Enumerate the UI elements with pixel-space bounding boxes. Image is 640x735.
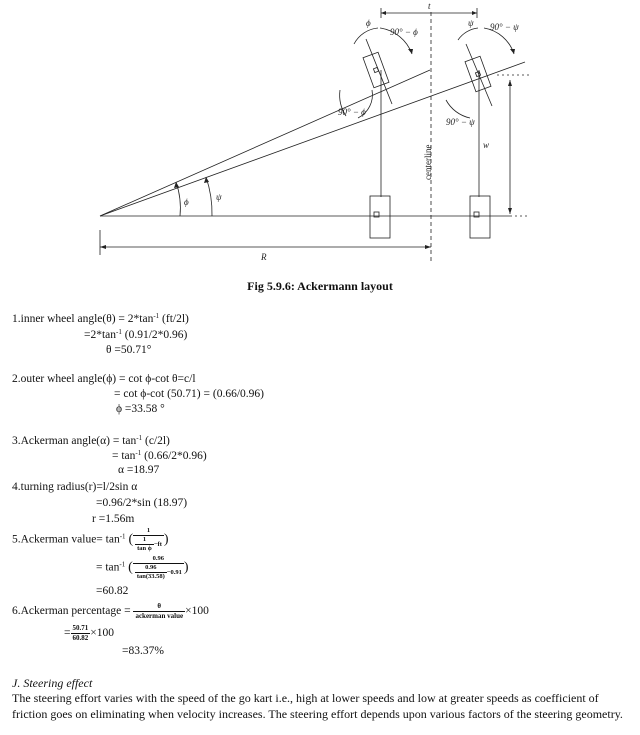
calc-3-line-2: = tan-1 (0.66/2*0.96) <box>112 449 207 462</box>
label-psi-ic: ψ <box>216 192 222 202</box>
label-90-minus-phi-left: 90° − ϕ <box>338 107 366 117</box>
label-R: R <box>260 252 267 262</box>
calc-2-line-2: = cot ϕ-cot (50.71) = (0.66/0.96) <box>114 388 264 400</box>
calc-3-line-1: 3.Ackerman angle(α) = tan-1 (c/2l) <box>12 434 170 447</box>
calc-5-line-3: =60.82 <box>96 585 129 597</box>
label-phi-ic: ϕ <box>184 197 189 207</box>
calc-6-line-3: =83.37% <box>122 645 164 657</box>
label-centerline: centerline <box>423 145 433 180</box>
label-90-minus-psi-mid: 90° − ψ <box>446 117 475 127</box>
label-90-minus-phi-top: 90° − ϕ <box>390 27 418 37</box>
front-outer-wheel <box>464 55 492 93</box>
label-90-minus-psi-top: 90° − ψ <box>490 22 519 32</box>
calc-3-line-3: α =18.97 <box>118 464 160 476</box>
calc-4-line-1: 4.turning radius(r)=l/2sin α <box>12 481 138 493</box>
section-heading: J. Steering effect <box>12 676 93 690</box>
label-t: t <box>428 1 431 11</box>
figure-caption: Fig 5.9.6: Ackermann layout <box>247 279 393 293</box>
label-w: w <box>483 140 489 150</box>
calc-2-line-3: ϕ =33.58 ° <box>116 403 165 415</box>
calc-4-line-2: =0.96/2*sin (18.97) <box>96 497 188 509</box>
calc-1-line-2: =2*tan-1 (0.91/2*0.96) <box>84 328 188 341</box>
outer-wheel-ray <box>99 61 526 217</box>
calc-4-line-3: r =1.56m <box>92 513 135 525</box>
inner-wheel-ray <box>99 69 431 217</box>
rear-inner-wheel <box>369 195 391 239</box>
section-body: The steering effort varies with the spee… <box>12 691 623 721</box>
ackermann-diagram: t ϕ 90° − ϕ ψ 90° − ψ 90° − ϕ 90° − ψ w … <box>99 1 530 262</box>
calc-2-line-1: 2.outer wheel angle(ϕ) = cot ϕ-cot θ=c/l <box>12 373 196 385</box>
label-phi-top: ϕ <box>366 18 371 28</box>
calc-1-line-1: 1.inner wheel angle(θ) = 2*tan-1 (ft/2l) <box>12 312 189 325</box>
calc-1-line-3: θ =50.71° <box>106 344 152 356</box>
front-inner-wheel <box>362 51 390 89</box>
label-psi-top: ψ <box>468 18 474 28</box>
rear-outer-wheel <box>469 195 491 239</box>
